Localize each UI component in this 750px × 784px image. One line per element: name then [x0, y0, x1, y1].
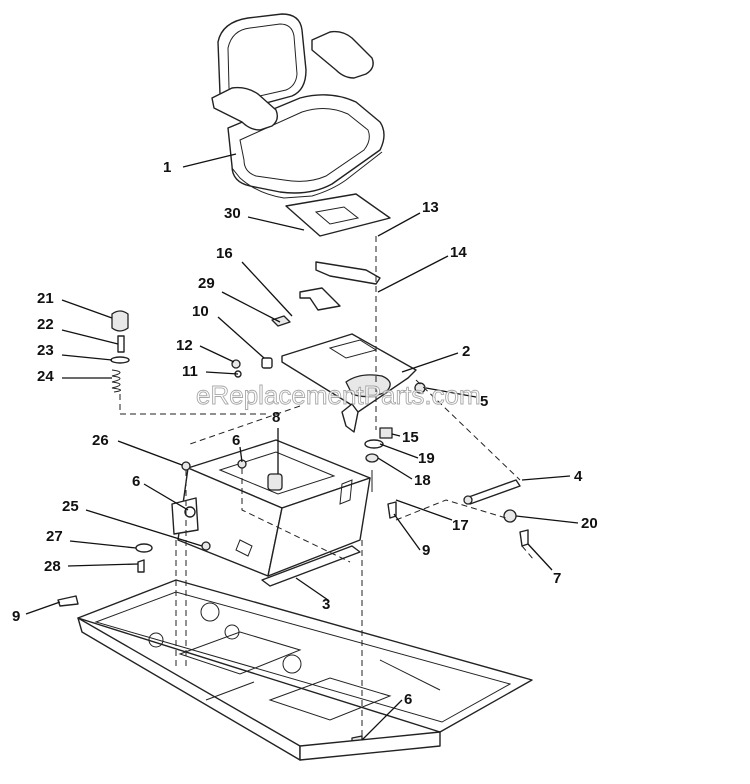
callout-9-left: 9: [12, 608, 20, 625]
callout-5: 5: [480, 393, 488, 410]
callout-20: 20: [581, 515, 598, 532]
callout-16: 16: [216, 245, 233, 262]
callout-29: 29: [198, 275, 215, 292]
callout-19: 19: [418, 450, 435, 467]
callout-6-left: 6: [132, 473, 140, 490]
callout-14: 14: [450, 244, 467, 261]
callout-3: 3: [322, 596, 330, 613]
callout-12: 12: [176, 337, 193, 354]
seat-support-frame: [171, 439, 371, 587]
callout-6-upper: 6: [232, 432, 240, 449]
callout-27: 27: [46, 528, 63, 545]
callout-15: 15: [402, 429, 419, 446]
callout-26: 26: [92, 432, 109, 449]
hinge-hardware: [364, 427, 529, 547]
callout-1: 1: [163, 159, 171, 176]
callout-28: 28: [44, 558, 61, 575]
callout-23: 23: [37, 342, 54, 359]
callout-8: 8: [272, 409, 280, 426]
callout-30: 30: [224, 205, 241, 222]
callout-7: 7: [553, 570, 561, 587]
tractor-frame: [77, 579, 533, 761]
callout-17: 17: [452, 517, 469, 534]
callout-6-bottom: 6: [404, 691, 412, 708]
leader-lines: [25, 153, 579, 741]
callout-21: 21: [37, 290, 54, 307]
callout-labels: 1 30 13 16 14 21 29 22 10 23 12 2 24 11 …: [12, 159, 598, 708]
watermark: eReplacementParts.com: [196, 380, 481, 410]
callout-22: 22: [37, 316, 54, 333]
callout-2: 2: [462, 343, 470, 360]
callout-10: 10: [192, 303, 209, 320]
callout-4: 4: [574, 468, 583, 485]
callout-25: 25: [62, 498, 79, 515]
seat-pan: [281, 333, 417, 433]
seat-plate: [285, 193, 391, 237]
callout-11: 11: [182, 363, 198, 380]
callout-24: 24: [37, 368, 54, 385]
assembly-lines: [119, 236, 535, 736]
callout-13: 13: [422, 199, 439, 216]
seat-bracket: [271, 261, 381, 327]
seat: [211, 13, 385, 199]
callout-9-middle: 9: [422, 542, 430, 559]
callout-18: 18: [414, 472, 431, 489]
spring-stack: [110, 310, 130, 393]
